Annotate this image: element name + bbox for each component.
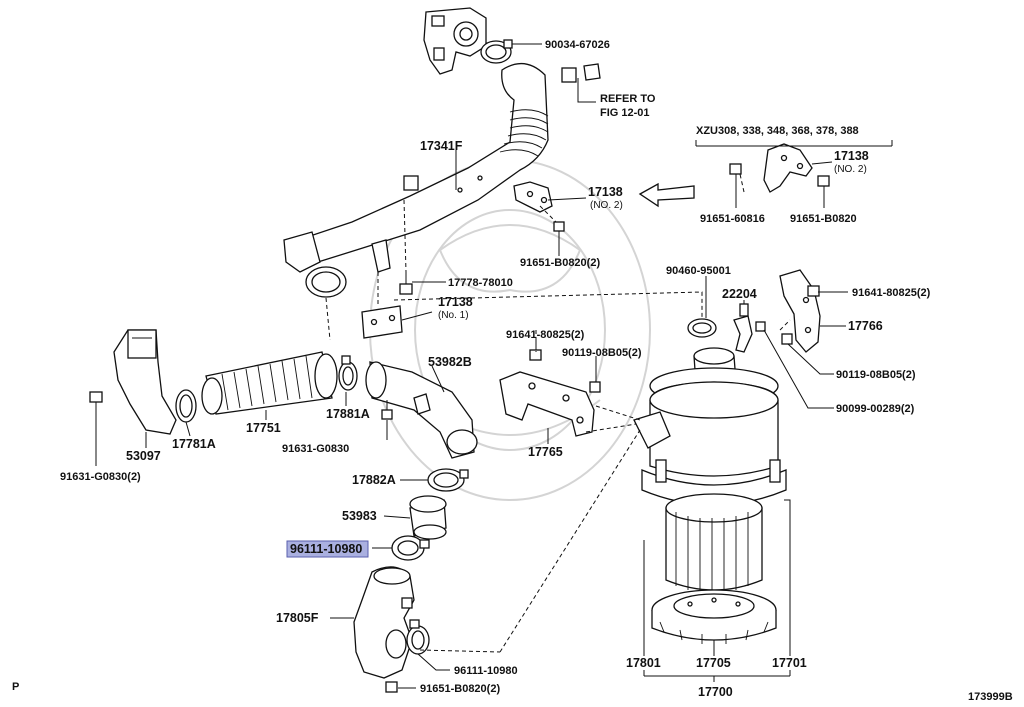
label-no2-mid: (NO. 2) (590, 200, 623, 211)
label-96111-10980-selected[interactable]: 96111-10980 (290, 542, 362, 556)
label-90099-00289-2[interactable]: 90099-00289(2) (836, 403, 915, 415)
label-17805f[interactable]: 17805F (276, 611, 319, 625)
throttle-body-part[interactable] (423, 7, 487, 75)
clamp-17781a-part[interactable] (175, 389, 197, 423)
bolt-91631-g0830-2-part[interactable] (89, 391, 103, 403)
label-17778-78010[interactable]: 17778-78010 (448, 277, 513, 289)
filter-element-17801-part[interactable] (665, 493, 763, 594)
bracket-17138-no2-part[interactable] (513, 181, 553, 213)
upper-duct-17341f-part[interactable] (283, 63, 549, 298)
corner-letter: P (12, 681, 19, 693)
label-91631-g0830-2[interactable]: 91631-G0830(2) (60, 471, 141, 483)
variant-bracket-17138-part[interactable] (763, 143, 813, 193)
label-91651-b0820-2-mid[interactable]: 91651-B0820(2) (520, 257, 600, 269)
label-53097[interactable]: 53097 (126, 449, 161, 463)
label-17881a[interactable]: 17881A (326, 407, 370, 421)
callout-labels: 90034-67026 REFER TO FIG 12-01 17341F XZ… (12, 39, 1013, 703)
air-cleaner-housing-17701-part[interactable] (633, 347, 787, 506)
label-22204[interactable]: 22204 (722, 287, 757, 301)
label-91641-80825-2-mid[interactable]: 91641-80825(2) (506, 329, 585, 341)
label-17765[interactable]: 17765 (528, 445, 563, 459)
label-90119-08b05-2-mid[interactable]: 90119-08B05(2) (562, 347, 642, 359)
bolt-17778-78010-part[interactable] (399, 272, 413, 295)
bolt-91631-g0830-part[interactable] (381, 400, 393, 420)
bolt-91651-b0820-mid-part[interactable] (553, 221, 565, 240)
dashed-reference-lines (325, 173, 791, 653)
label-53983[interactable]: 53983 (342, 509, 377, 523)
clamp-90460-95001-part[interactable] (687, 318, 717, 338)
hose-53983-part[interactable] (409, 495, 447, 540)
figure-id: 173999B (968, 691, 1013, 703)
label-91641-80825-2-right[interactable]: 91641-80825(2) (852, 287, 931, 299)
bolt-90099-00289-part[interactable] (755, 321, 766, 332)
label-96111-10980-lower[interactable]: 96111-10980 (454, 665, 518, 677)
label-variant-header: XZU308, 338, 348, 368, 378, 388 (696, 125, 859, 137)
label-refer-to: REFER TO (600, 93, 656, 105)
clamp-96111-10980-lower-part[interactable] (406, 619, 430, 655)
label-17138-upper-right[interactable]: 17138 (834, 149, 869, 163)
label-17781a[interactable]: 17781A (172, 437, 216, 451)
connector-to-fig-12-01-part[interactable] (561, 63, 601, 83)
label-91651-b0820-2-bottom[interactable]: 91651-B0820(2) (420, 683, 500, 695)
cap-17705-part[interactable] (651, 589, 777, 644)
label-17341f[interactable]: 17341F (420, 139, 463, 153)
label-90034-67026[interactable]: 90034-67026 (545, 39, 610, 51)
sensor-22204-part[interactable] (733, 303, 753, 353)
label-17705[interactable]: 17705 (696, 656, 731, 670)
bolt-91651-b0820-right-part[interactable] (817, 175, 830, 187)
clamp-17881a-part[interactable] (338, 355, 358, 391)
label-no2-upper-right: (NO. 2) (834, 164, 867, 175)
hose-17751-part[interactable] (201, 351, 338, 415)
label-17882a[interactable]: 17882A (352, 473, 396, 487)
bolt-90119-08b05-right-part[interactable] (781, 333, 793, 345)
selected-part-highlight (286, 540, 369, 558)
bolt-91651-60816-part[interactable] (729, 163, 742, 175)
label-90460-95001[interactable]: 90460-95001 (666, 265, 731, 277)
bolt-90119-08b05-mid-part[interactable] (589, 381, 601, 393)
label-17138-no2[interactable]: 17138 (588, 185, 623, 199)
bracket-17765-part[interactable] (499, 371, 595, 437)
label-91651-b0820-right[interactable]: 91651-B0820 (790, 213, 857, 225)
arrow-left-icon (638, 182, 695, 208)
duct-17805f-part[interactable] (353, 566, 415, 679)
clamp-90034-67026-part[interactable] (480, 39, 513, 64)
bolt-91651-b0820-bottom-part[interactable] (385, 681, 398, 693)
bolt-91641-80825-right-part[interactable] (807, 285, 820, 297)
label-fig-12-01[interactable]: FIG 12-01 (600, 107, 650, 119)
clamp-17882a-part[interactable] (427, 468, 469, 492)
leader-lines (95, 43, 893, 689)
label-17700[interactable]: 17700 (698, 685, 733, 699)
label-17801[interactable]: 17801 (626, 656, 661, 670)
label-91651-60816[interactable]: 91651-60816 (700, 213, 765, 225)
label-17751[interactable]: 17751 (246, 421, 281, 435)
label-53982b[interactable]: 53982B (428, 355, 472, 369)
label-90119-08b05-2-right[interactable]: 90119-08B05(2) (836, 369, 916, 381)
intake-duct-53097-part[interactable] (113, 329, 177, 435)
elbow-53982b-part[interactable] (365, 361, 478, 459)
label-no1: (No. 1) (438, 310, 469, 321)
label-91631-g0830[interactable]: 91631-G0830 (282, 443, 349, 455)
label-17138-no1[interactable]: 17138 (438, 295, 473, 309)
label-17766[interactable]: 17766 (848, 319, 883, 333)
bracket-17138-no1-part[interactable] (361, 305, 403, 339)
label-17701[interactable]: 17701 (772, 656, 807, 670)
clamp-96111-10980-part[interactable] (391, 535, 430, 561)
